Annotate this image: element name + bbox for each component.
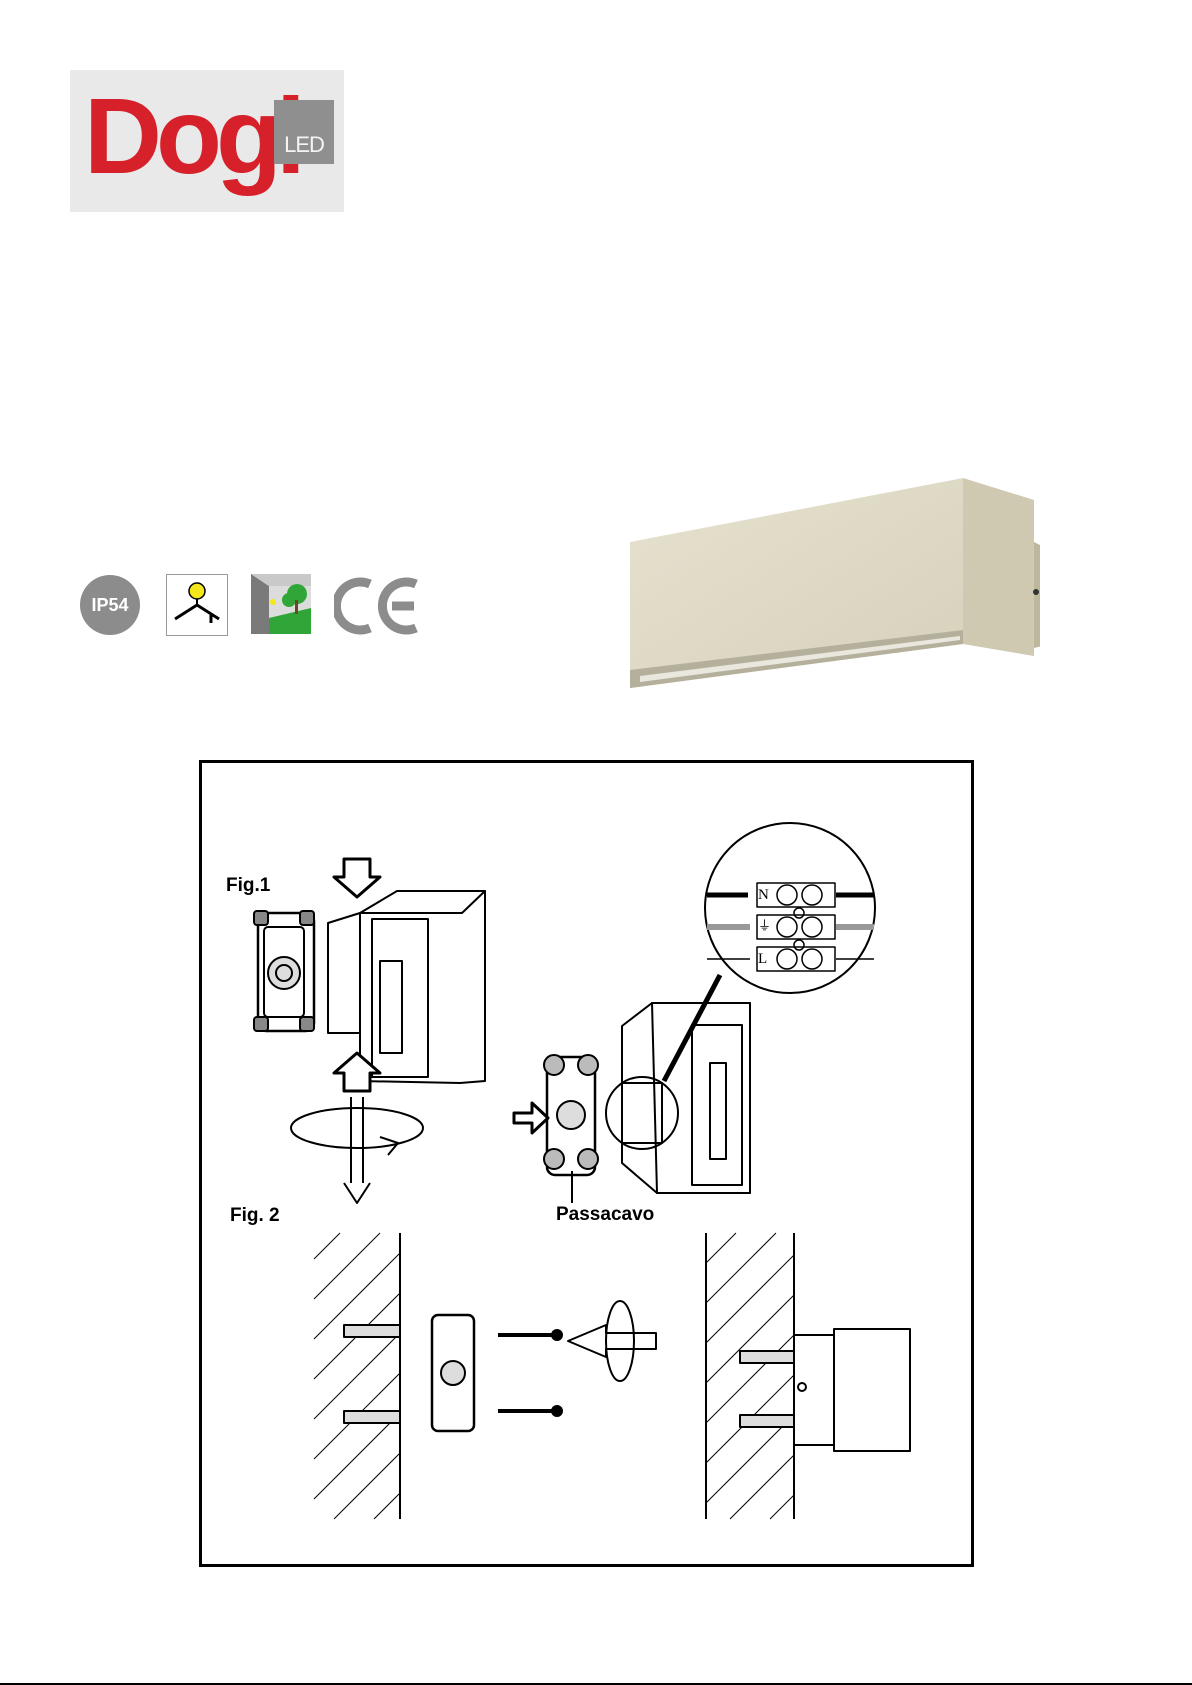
installation-drawing bbox=[202, 763, 971, 1564]
wall-mounting-icon bbox=[166, 574, 228, 636]
company-logo: Dogi LED bbox=[70, 70, 344, 212]
logo-led-box: LED bbox=[274, 100, 334, 164]
logo-led-text: LED bbox=[274, 132, 334, 158]
outdoor-use-icon bbox=[251, 574, 311, 634]
ip-rating-icon: IP54 bbox=[80, 575, 140, 635]
product-image bbox=[620, 470, 1040, 705]
terminal-label-earth: ⏚ bbox=[758, 915, 771, 939]
logo-brand-text: Dogi bbox=[84, 76, 300, 196]
installation-diagram-frame: Fig.1 Fig. 2 Passacavo bbox=[199, 760, 974, 1567]
ce-mark-icon bbox=[334, 576, 424, 636]
ip-rating-text: IP54 bbox=[91, 595, 128, 615]
feature-icons-row: IP54 bbox=[80, 574, 425, 640]
terminal-label-live: L bbox=[758, 947, 767, 971]
terminal-label-neutral: N bbox=[758, 883, 769, 907]
